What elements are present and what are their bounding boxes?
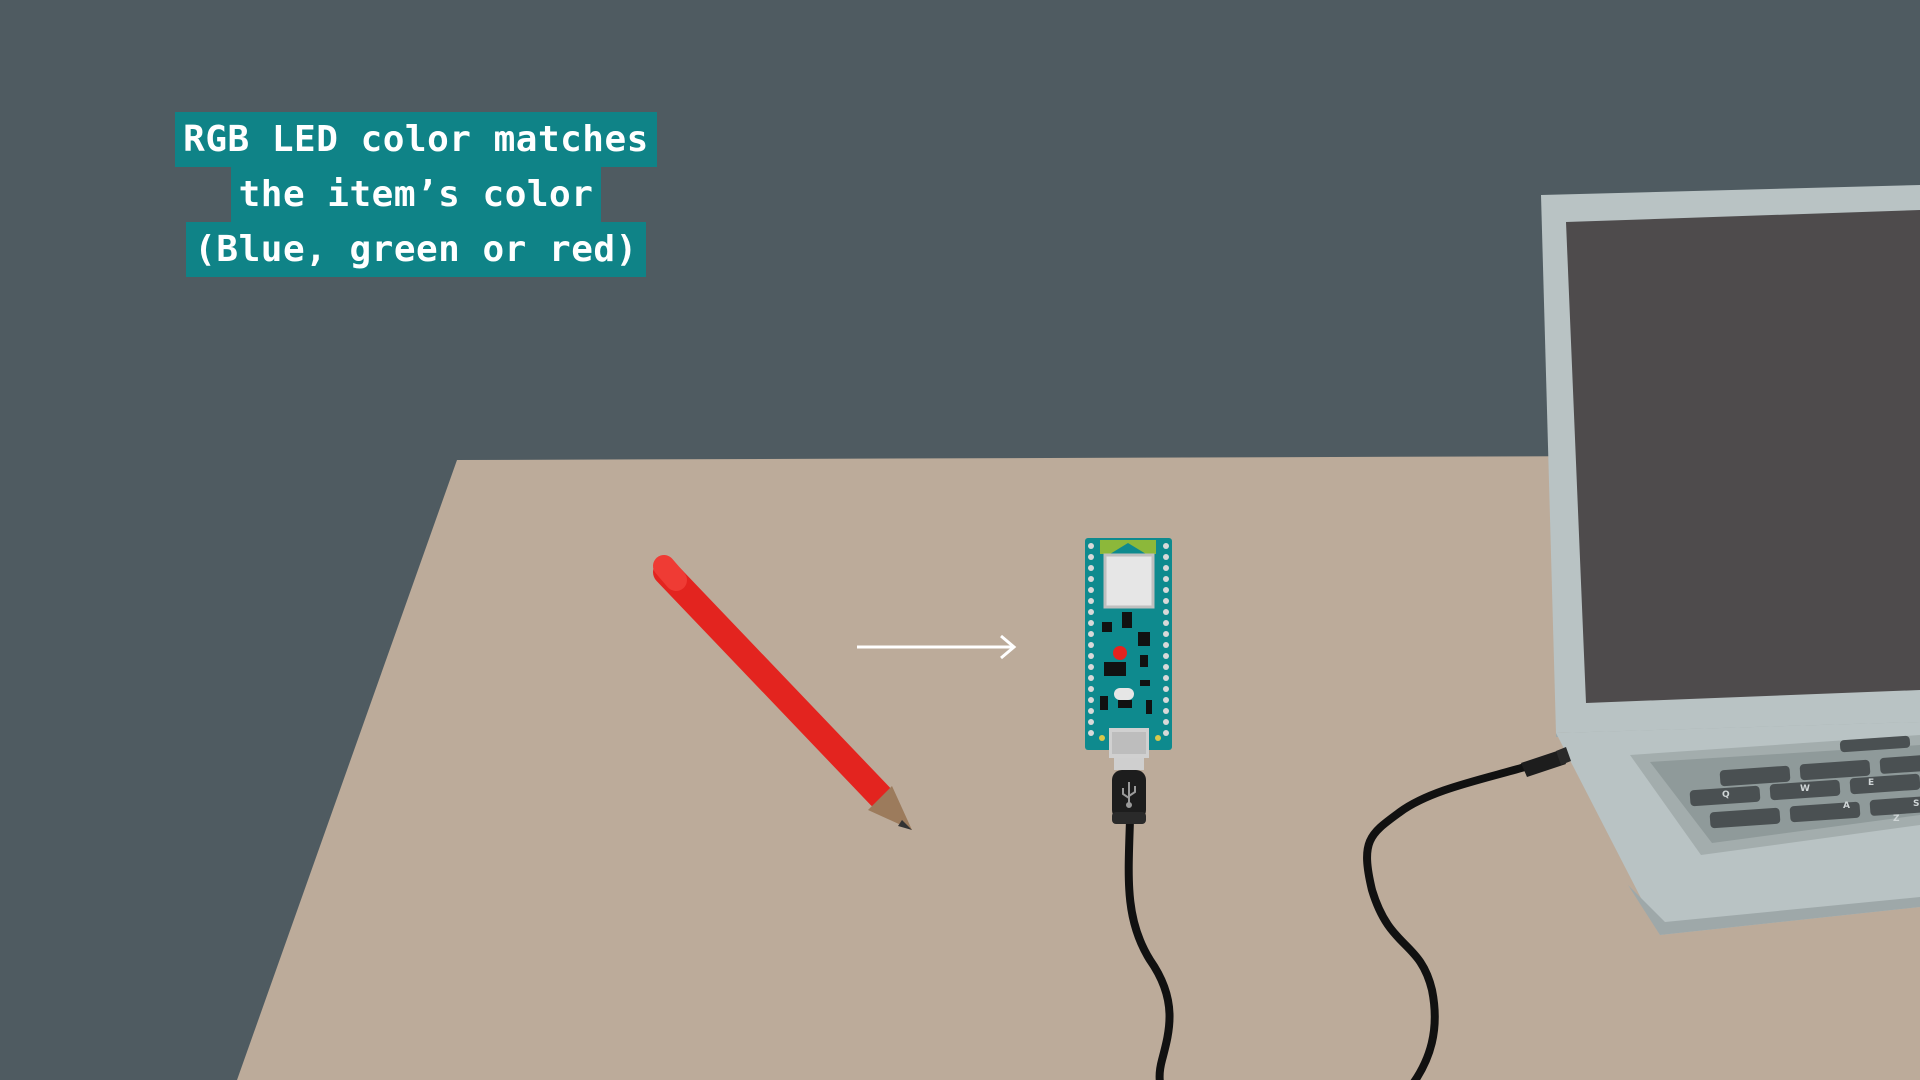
caption-line-1: RGB LED color matches [175, 112, 657, 167]
caption: RGB LED color matches the item’s color (… [175, 112, 657, 277]
rgb-led [1113, 646, 1127, 660]
usb-cable-board [1124, 816, 1174, 1080]
keyboard-key: Q [1722, 790, 1730, 800]
keyboard-key: Z [1893, 814, 1900, 824]
red-pencil-icon [653, 555, 912, 830]
usb-connector-icon [1112, 758, 1146, 824]
usb-symbol-icon [1122, 782, 1136, 808]
keyboard-key: A [1843, 801, 1850, 811]
right-arrow-icon [857, 634, 1017, 660]
usb-plug-laptop-icon [1521, 747, 1571, 777]
usb-cable-laptop [1363, 763, 1529, 1080]
microcontroller-board-icon [1085, 538, 1172, 758]
keyboard-key: E [1868, 778, 1874, 788]
keyboard-key: S [1913, 799, 1919, 809]
laptop-icon: Q W E A Z S [1541, 185, 1920, 935]
desk [237, 455, 1920, 1080]
caption-line-3: (Blue, green or red) [186, 222, 646, 277]
caption-line-2: the item’s color [230, 167, 602, 222]
keyboard-key: W [1800, 784, 1810, 794]
